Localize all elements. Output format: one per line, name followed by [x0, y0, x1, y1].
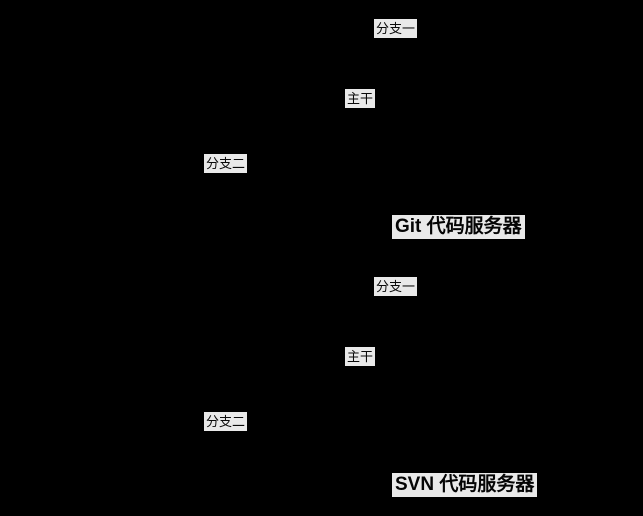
svn-branch-two-label: 分支二	[204, 412, 248, 431]
git-branch-two-label: 分支二	[204, 154, 248, 173]
git-trunk-label: 主干	[345, 89, 376, 108]
svn-server-title: SVN 代码服务器	[392, 473, 538, 497]
git-server-group: 分支一 主干 分支二 Git 代码服务器	[204, 19, 525, 239]
svn-server-group: 分支一 主干 分支二 SVN 代码服务器	[0, 258, 643, 516]
git-branch-one-label: 分支一	[374, 19, 418, 38]
svn-branch-one-label: 分支一	[374, 277, 418, 296]
git-server-title: Git 代码服务器	[392, 215, 525, 239]
svn-trunk-label: 主干	[345, 347, 376, 366]
